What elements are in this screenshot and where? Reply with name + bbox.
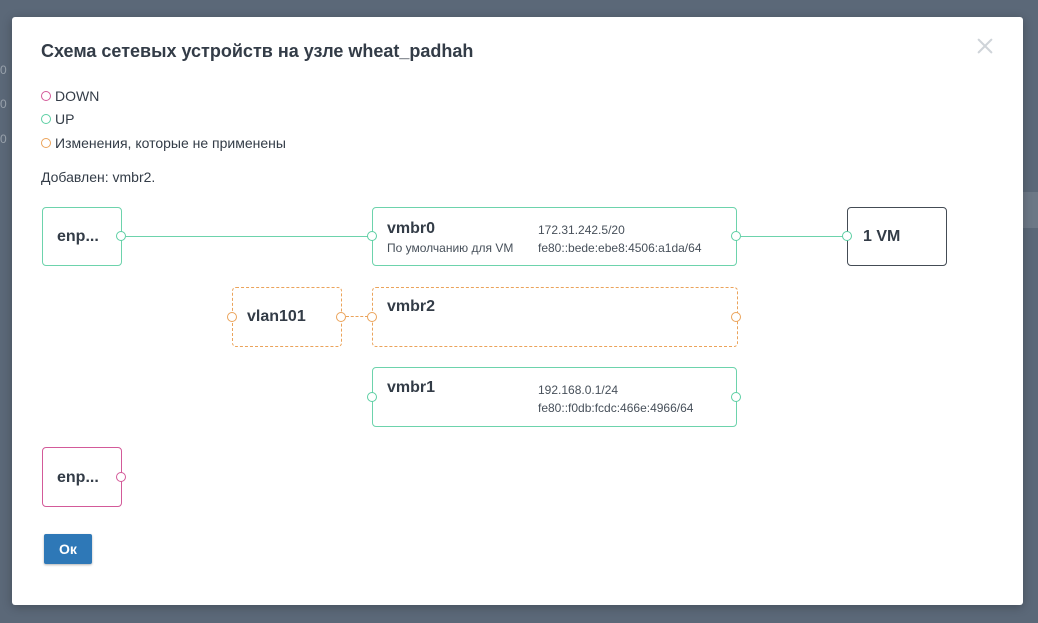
device-name: vmbr1	[387, 379, 436, 396]
port-icon	[842, 231, 852, 241]
device-node-vmbr1[interactable]: vmbr1 192.168.0.1/24 fe80::f0db:fcdc:466…	[372, 367, 737, 427]
ok-button[interactable]: Ок	[44, 534, 92, 564]
device-name: enp...	[57, 469, 99, 486]
circle-icon	[41, 114, 51, 124]
circle-icon	[41, 91, 51, 101]
port-icon	[336, 312, 346, 322]
device-node-vm[interactable]: 1 VM	[847, 207, 947, 266]
device-comment: По умолчанию для VM	[387, 241, 514, 255]
network-scheme-dialog: Схема сетевых устройств на узле wheat_pa…	[12, 17, 1023, 605]
port-icon	[731, 231, 741, 241]
device-name: vmbr0	[387, 220, 436, 237]
circle-icon	[41, 138, 51, 148]
device-node-enp-up[interactable]: enp...	[42, 207, 122, 266]
background-panel	[1022, 192, 1038, 228]
port-icon	[731, 392, 741, 402]
link-vlan101-vmbr2	[346, 316, 368, 317]
device-ipv4: 172.31.242.5/20	[538, 223, 625, 237]
added-message: Добавлен: vmbr2.	[41, 169, 156, 185]
port-icon	[367, 312, 377, 322]
device-ipv4: 192.168.0.1/24	[538, 383, 619, 397]
port-icon	[227, 312, 237, 322]
background-text: 0	[0, 97, 7, 111]
device-name: enp...	[57, 228, 99, 245]
device-node-vlan101[interactable]: vlan101	[232, 287, 342, 347]
device-name: vlan101	[247, 308, 306, 325]
link-vmbr0-vm	[741, 236, 847, 237]
legend-label: Изменения, которые не применены	[55, 135, 286, 151]
device-node-enp-down[interactable]: enp...	[42, 447, 122, 507]
legend-label: UP	[55, 111, 75, 127]
device-node-vmbr2[interactable]: vmbr2	[372, 287, 738, 347]
port-icon	[367, 392, 377, 402]
dialog-title: Схема сетевых устройств на узле wheat_pa…	[41, 41, 474, 61]
port-icon	[116, 231, 126, 241]
device-name: 1 VM	[863, 228, 901, 245]
legend-item-pending: Изменения, которые не применены	[41, 134, 286, 152]
port-icon	[367, 231, 377, 241]
legend-item-up: UP	[41, 110, 74, 128]
legend-item-down: DOWN	[41, 87, 99, 105]
link-enp-vmbr0	[126, 236, 373, 237]
device-ipv6: fe80::f0db:fcdc:466e:4966/64	[538, 401, 694, 415]
device-ipv6: fe80::bede:ebe8:4506:a1da/64	[538, 241, 702, 255]
network-diagram: enp... vmbr0 По умолчанию для VM 172.31.…	[12, 17, 1023, 605]
device-node-vmbr0[interactable]: vmbr0 По умолчанию для VM 172.31.242.5/2…	[372, 207, 737, 266]
port-icon	[731, 312, 741, 322]
legend-label: DOWN	[55, 88, 100, 104]
device-name: vmbr2	[387, 298, 436, 315]
background-text: 0	[0, 63, 7, 77]
background-text: 0	[0, 132, 7, 146]
port-icon	[116, 472, 126, 482]
